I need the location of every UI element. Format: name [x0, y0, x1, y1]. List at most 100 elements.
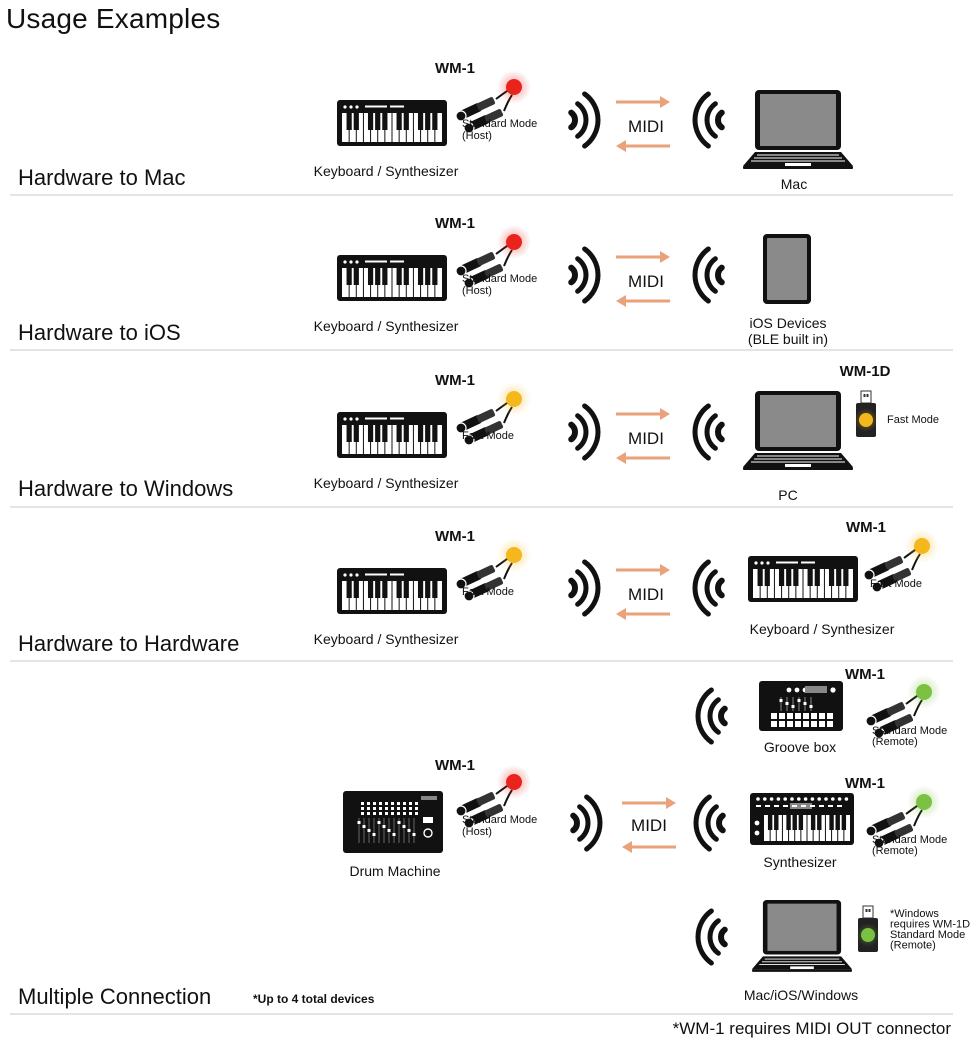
midi-label: MIDI — [628, 585, 664, 604]
page-title: Usage Examples — [6, 3, 221, 34]
wireless-in-icon — [693, 794, 726, 852]
synthesizer-icon — [750, 793, 854, 845]
drum-machine-icon — [343, 791, 443, 853]
wm1-adapter-icon — [455, 538, 531, 602]
mode-label-line: (Remote) — [890, 940, 936, 952]
keyboard-icon — [337, 412, 447, 458]
wm1-adapter-icon — [455, 70, 531, 134]
device-label: Keyboard / Synthesizer — [314, 475, 459, 491]
keyboard-icon — [337, 100, 447, 146]
adapter-label: WM-1 — [435, 215, 475, 232]
mode-label-line: Standard Mode — [872, 725, 947, 737]
device-label: Keyboard / Synthesizer — [314, 318, 459, 334]
wm1-adapter-icon — [455, 765, 531, 829]
mode-label-line: Standard Mode — [462, 814, 537, 826]
wm1-adapter-icon — [865, 675, 941, 739]
keyboard-icon — [748, 556, 858, 602]
wireless-in-icon — [692, 246, 725, 304]
section-title: Hardware to Windows — [18, 476, 233, 501]
mode-label-line: Standard Mode — [872, 834, 947, 846]
mode-label-line: Standard Mode — [462, 273, 537, 285]
wireless-in-icon — [692, 91, 725, 149]
mode-label-line: (Remote) — [872, 845, 918, 857]
section-title: Hardware to Hardware — [18, 631, 239, 656]
mode-label-line: Standard Mode — [890, 929, 965, 941]
device-label: Keyboard / Synthesizer — [314, 163, 459, 179]
mode-label-line: Fast Mode — [462, 430, 514, 442]
adapter-label: WM-1 — [435, 528, 475, 545]
wm1-adapter-icon — [455, 382, 531, 446]
wm1-adapter-icon — [865, 785, 941, 849]
section-title: Multiple Connection — [18, 984, 211, 1009]
midi-arrows — [616, 251, 670, 307]
wireless-in-icon — [695, 908, 728, 966]
adapter-label: WM-1 — [845, 666, 885, 683]
adapter-label: WM-1 — [845, 775, 885, 792]
mode-label-line: requires WM-1D — [890, 919, 970, 931]
mode-label-line: (Host) — [462, 285, 492, 297]
mode-label-line: Fast Mode — [887, 414, 939, 426]
wm1-adapter-icon — [863, 529, 939, 593]
device-label: PC — [778, 487, 797, 503]
device-label-line: (BLE built in) — [748, 331, 828, 347]
wireless-out-icon — [568, 91, 601, 149]
device-label: Mac — [781, 176, 807, 192]
device-label: Groove box — [764, 739, 836, 755]
wireless-in-icon — [692, 559, 725, 617]
wireless-in-icon — [692, 403, 725, 461]
status-led-red — [506, 774, 522, 790]
adapter-label: WM-1 — [435, 757, 475, 774]
wireless-out-icon — [568, 559, 601, 617]
wm1-adapter-icon — [455, 225, 531, 289]
status-led-green — [916, 794, 932, 810]
midi-label: MIDI — [628, 429, 664, 448]
keyboard-icon — [337, 255, 447, 301]
midi-arrows — [616, 408, 670, 464]
status-led-yellow — [506, 547, 522, 563]
status-led-yellow — [914, 538, 930, 554]
mode-label-line: (Remote) — [872, 736, 918, 748]
mode-label-line: Fast Mode — [462, 586, 514, 598]
footnote: *WM-1 requires MIDI OUT connector — [672, 1019, 951, 1038]
midi-label: MIDI — [628, 117, 664, 136]
adapter-label: WM-1 — [846, 519, 886, 536]
section-title: Hardware to Mac — [18, 165, 186, 190]
device-label: Synthesizer — [763, 854, 836, 870]
mode-label-line: *Windows — [890, 908, 939, 920]
device-label-line: iOS Devices — [749, 315, 826, 331]
laptop-icon — [752, 900, 852, 972]
laptop-icon — [743, 391, 853, 470]
device-label: Keyboard / Synthesizer — [314, 631, 459, 647]
status-led-red — [506, 234, 522, 250]
wireless-out-icon — [570, 794, 603, 852]
mode-label-line: (Host) — [462, 826, 492, 838]
keyboard-icon — [337, 568, 447, 614]
midi-arrows — [616, 96, 670, 152]
mode-label-line: (Host) — [462, 130, 492, 142]
adapter-label: WM-1 — [435, 60, 475, 77]
device-label: Keyboard / Synthesizer — [750, 621, 895, 637]
tablet-icon — [763, 234, 811, 304]
status-led-yellow — [506, 391, 522, 407]
adapter-label: WM-1 — [435, 372, 475, 389]
midi-label: MIDI — [628, 272, 664, 291]
wireless-in-icon — [695, 687, 728, 745]
midi-label: MIDI — [631, 816, 667, 835]
adapter-label: WM-1D — [840, 363, 891, 380]
device-label: Drum Machine — [349, 863, 440, 879]
wm1d-dongle-icon — [856, 905, 880, 952]
laptop-icon — [743, 90, 853, 169]
section-note: *Up to 4 total devices — [253, 992, 375, 1006]
midi-arrows — [616, 564, 670, 620]
wireless-out-icon — [568, 246, 601, 304]
groove-box-icon — [759, 681, 843, 731]
mode-label-line: Standard Mode — [462, 118, 537, 130]
midi-arrows — [622, 797, 676, 853]
wm1d-dongle-icon — [854, 390, 878, 437]
device-label: Mac/iOS/Windows — [744, 987, 858, 1003]
mode-label-line: Fast Mode — [870, 578, 922, 590]
status-led-red — [506, 79, 522, 95]
wireless-out-icon — [568, 403, 601, 461]
section-title: Hardware to iOS — [18, 320, 181, 345]
